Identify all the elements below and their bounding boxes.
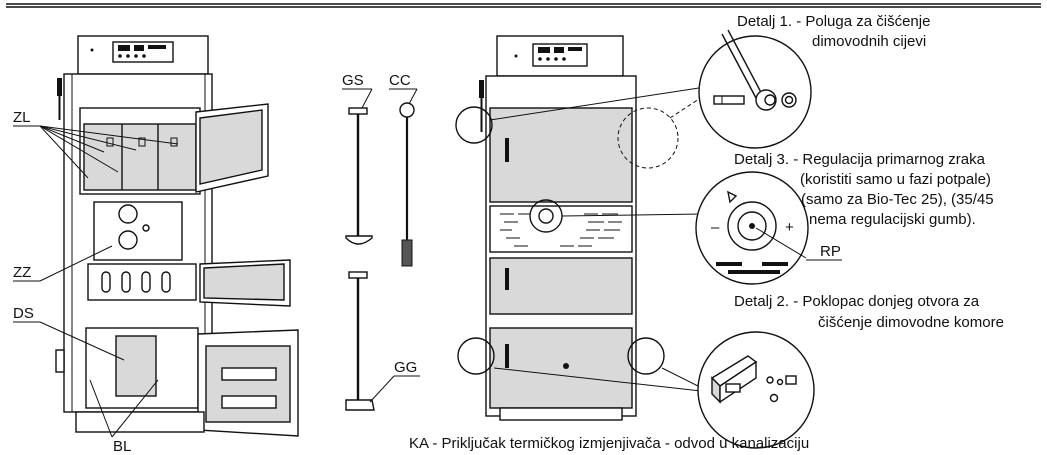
tool-gg-scraper	[345, 399, 375, 411]
closed-base	[499, 407, 623, 421]
detail3-leader	[561, 213, 703, 217]
closed-middle-door	[489, 257, 633, 315]
panel-dot	[134, 54, 138, 58]
detail1-dashed-circle	[617, 107, 679, 169]
detail2-circle	[697, 331, 815, 449]
burner-ring	[118, 204, 138, 224]
label-gs: GS	[342, 72, 364, 89]
turbulator-hook	[138, 137, 146, 147]
side-handle	[55, 349, 65, 373]
label-gg-leader	[369, 375, 395, 403]
panel-dot	[142, 54, 146, 58]
closed-display-3	[568, 47, 582, 51]
detail2-leader-left	[493, 367, 711, 393]
rp-leader	[755, 227, 807, 259]
lower-door-bracket	[221, 395, 277, 409]
detail3-desc-1: (koristiti samo u fazi potpale)	[800, 171, 991, 188]
footer-ka: KA - Priključak termičkog izmjenjivača -…	[409, 435, 809, 452]
detail3-circle	[695, 171, 809, 285]
detail1-title: Detalj 1. - Poluga za čišćenje	[737, 13, 930, 30]
ash-tray	[115, 335, 157, 397]
drawer-slot	[101, 271, 111, 293]
closed-lever-handle	[479, 80, 484, 98]
lower-door-inner	[205, 345, 291, 423]
display-1	[118, 45, 130, 51]
label-cc-leader	[408, 88, 418, 105]
panel-dot	[126, 54, 130, 58]
knob-pointer-icon	[727, 190, 738, 204]
detail1-circle	[698, 29, 812, 149]
closed-upper-door	[489, 107, 633, 203]
closed-display-1	[538, 47, 550, 53]
detail1-marker-circle	[455, 106, 493, 144]
detail3-desc-3: nema regulacijski gumb).	[809, 211, 976, 228]
drawer-slot	[161, 271, 171, 293]
closed-lower-handle	[505, 344, 509, 368]
boiler-open-view	[55, 35, 299, 437]
detail2-title: Detalj 2. - Poklopac donjeg otvora za	[734, 293, 980, 310]
middle-door-inner	[203, 263, 285, 301]
detail2-marker-right	[627, 337, 665, 375]
boiler-closed-view	[455, 35, 679, 421]
screw-dot	[90, 48, 94, 52]
label-zz: ZZ	[13, 264, 31, 281]
middle-plate	[93, 201, 183, 261]
label-bl: BL	[113, 438, 131, 455]
detail2-desc: čišćenje dimovodne komore	[818, 314, 1004, 331]
label-ds: DS	[13, 305, 34, 322]
detail3-title: Detalj 3. - Regulacija primarnog zraka	[734, 151, 986, 168]
drawer-slot	[141, 271, 151, 293]
detail1-desc: dimovodnih cijevi	[812, 33, 926, 50]
display-2	[134, 45, 144, 51]
detail1-leader	[489, 85, 713, 121]
plate-knob	[142, 224, 150, 232]
label-gg: GG	[394, 359, 417, 376]
closed-upper-handle	[505, 138, 509, 162]
tool-gg-handle	[348, 271, 368, 279]
label-gs-leader	[361, 88, 373, 109]
burner-ring	[118, 230, 138, 250]
detail2-marker-left	[457, 337, 495, 375]
panel-dot	[118, 54, 122, 58]
left-leaders	[39, 125, 179, 438]
turbulator-hook	[170, 137, 178, 147]
turbulator-hook	[106, 137, 114, 147]
drawer-slot	[121, 271, 131, 293]
upper-door-inner	[199, 109, 263, 185]
closed-middle-handle	[505, 268, 509, 290]
ka-connection	[563, 363, 569, 369]
tool-gs-scoop	[345, 235, 373, 245]
boiler-base	[75, 411, 205, 433]
detail3-desc-2: (samo za Bio-Tec 25), (35/45	[801, 191, 994, 208]
closed-display-2	[554, 47, 564, 53]
knob-plus: +	[785, 219, 794, 236]
lever-handle	[57, 78, 62, 96]
label-rp: RP	[820, 243, 841, 260]
tools	[345, 102, 415, 411]
label-cc: CC	[389, 72, 411, 89]
tool-cc-brush	[401, 239, 413, 267]
closed-knob	[538, 208, 554, 224]
lower-door-bracket	[221, 367, 277, 381]
air-vents	[500, 213, 622, 247]
display-3	[148, 45, 166, 49]
tool-cc-ring	[399, 102, 415, 118]
closed-lower-door	[489, 327, 633, 409]
label-zl: ZL	[13, 109, 31, 126]
tool-gs-handle	[348, 107, 368, 115]
knob-minus: –	[711, 219, 720, 236]
